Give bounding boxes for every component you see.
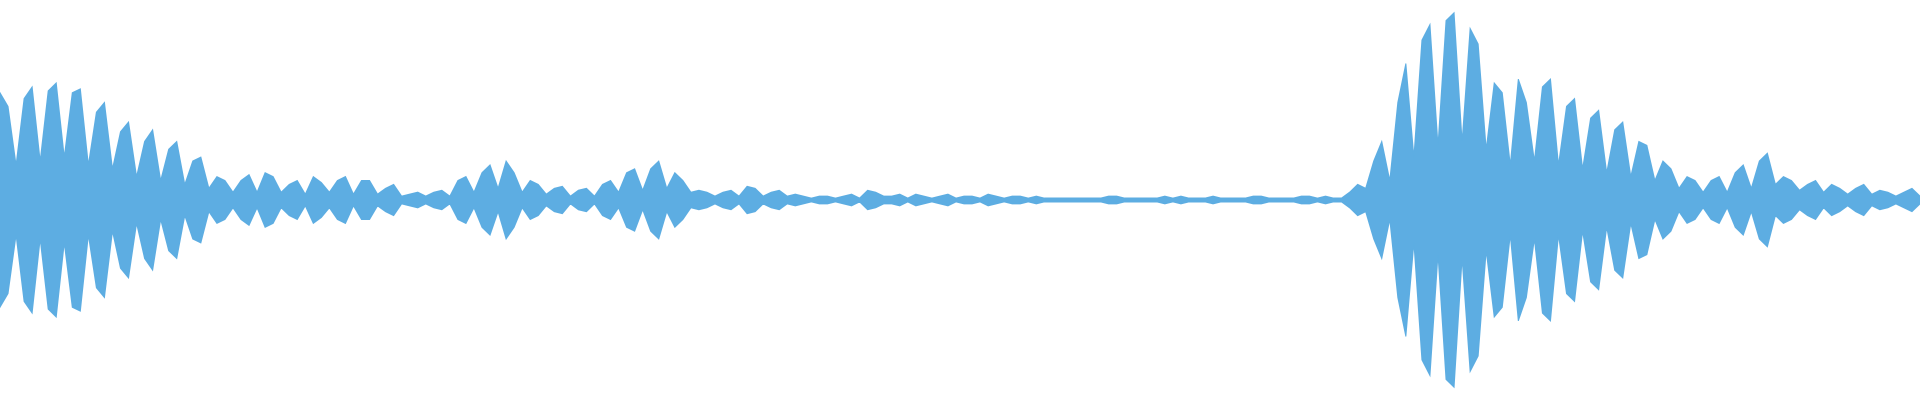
waveform-shape [0,11,1920,389]
